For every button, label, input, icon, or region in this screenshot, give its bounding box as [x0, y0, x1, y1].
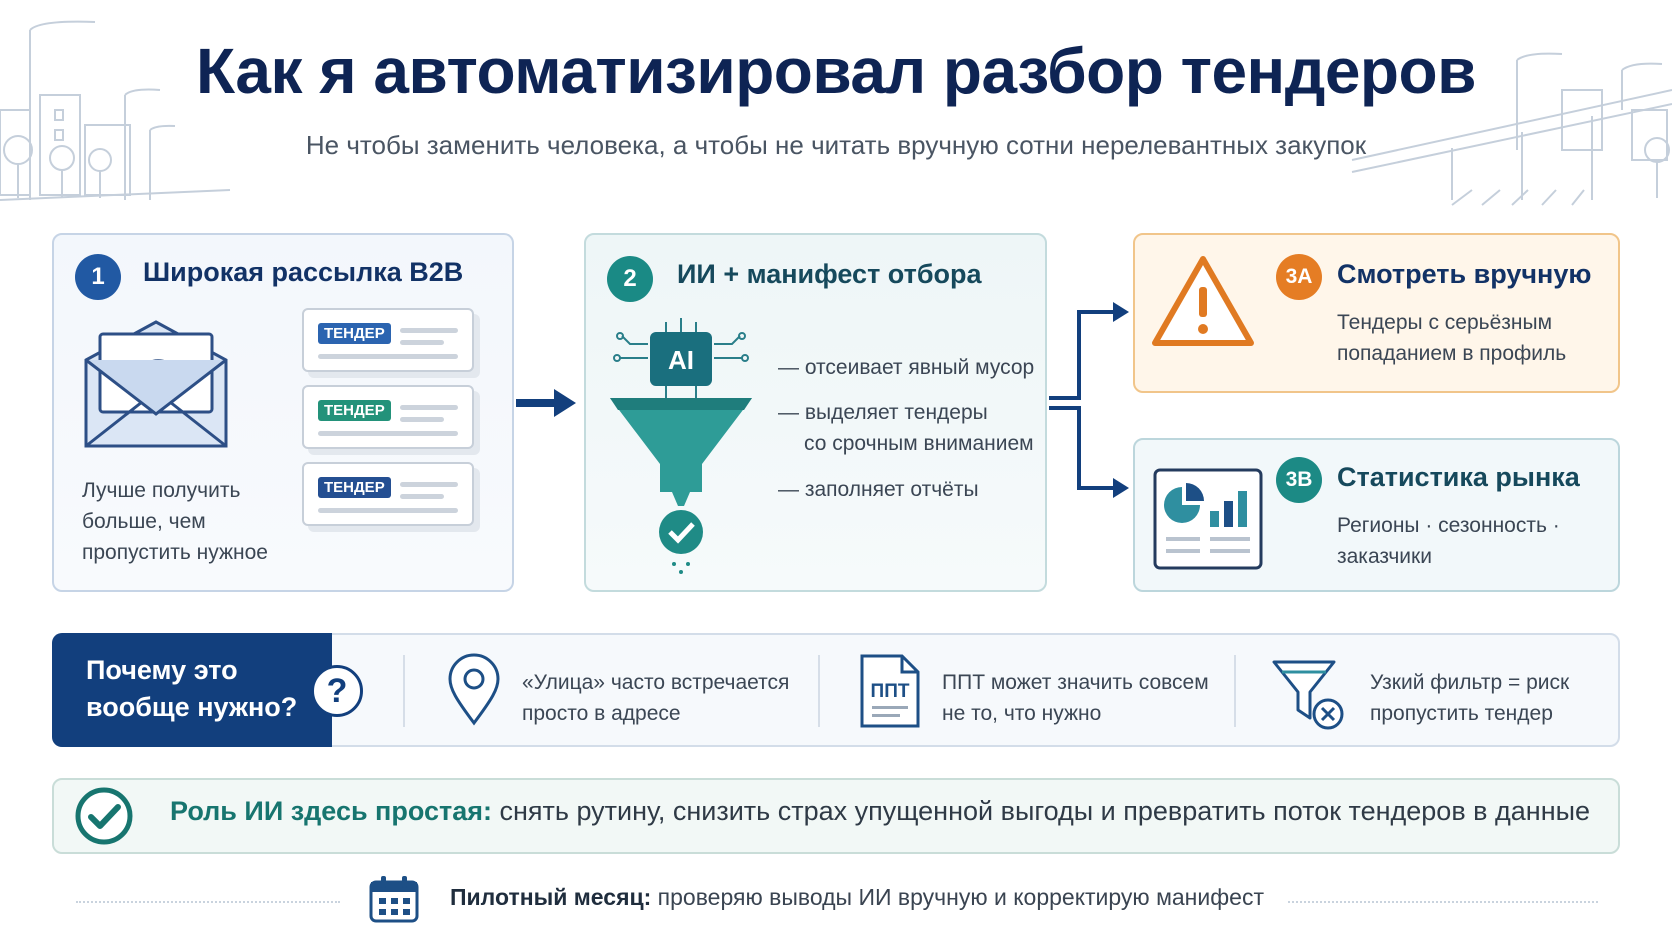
pilot-strong: Пилотный месяц:	[450, 884, 652, 910]
role-panel	[52, 778, 1620, 854]
tender-tag: ТЕНДЕР	[318, 477, 391, 498]
pilot-rest: проверяю выводы ИИ вручную и корректирую…	[651, 884, 1264, 910]
why-item-line: просто в адресе	[522, 702, 681, 725]
ppt-document-label: ППТ	[871, 681, 910, 702]
role-statement: Роль ИИ здесь простая: снять рутину, сни…	[170, 796, 1590, 827]
page-subtitle: Не чтобы заменить человека, а чтобы не ч…	[305, 130, 1367, 160]
step-2-badge: 2	[607, 256, 653, 302]
check-circle-icon	[75, 787, 133, 845]
tender-tag: ТЕНДЕР	[318, 323, 391, 344]
caption-line: пропустить нужное	[82, 541, 268, 564]
why-item-line: пропустить тендер	[1370, 702, 1553, 725]
why-heading: Почему это вообще нужно?	[86, 652, 297, 726]
arrow-right-icon	[516, 389, 576, 417]
why-heading-line: вообще нужно?	[86, 692, 298, 722]
why-item-line: Узкий фильтр = риск	[1370, 671, 1570, 694]
dotted-divider	[76, 901, 340, 903]
calendar-icon	[369, 876, 419, 923]
tender-tag: ТЕНДЕР	[318, 400, 391, 421]
step-2-point: со срочным вниманием	[804, 432, 1034, 455]
question-icon: ?	[311, 665, 363, 717]
dotted-divider	[1288, 901, 1598, 903]
pilot-note: Пилотный месяц: проверяю выводы ИИ вручн…	[450, 884, 1264, 911]
step-1-badge: 1	[75, 254, 121, 300]
why-item-line: ППТ может значить совсем	[942, 671, 1209, 694]
role-strong: Роль ИИ здесь простая:	[170, 796, 492, 826]
step-3b-badge: 3B	[1276, 457, 1322, 503]
step-3a-line: попаданием в профиль	[1337, 342, 1567, 365]
step-2-point: — выделяет тендеры	[778, 401, 988, 424]
step-2-title: ИИ + манифест отбора	[677, 259, 982, 289]
step-3a-title: Смотреть вручную	[1337, 259, 1592, 289]
why-heading-block	[52, 633, 332, 747]
step-3b-line: Регионы · сезонность ·	[1337, 514, 1560, 537]
role-rest: снять рутину, снизить страх упущенной вы…	[492, 796, 1591, 826]
divider	[403, 655, 405, 727]
step-1-caption: Лучше получить больше, чем пропустить ну…	[82, 475, 268, 568]
divider	[818, 655, 820, 727]
step-3b-line: заказчики	[1337, 545, 1432, 568]
why-item-line: «Улица» часто встречается	[522, 671, 790, 694]
caption-line: больше, чем	[82, 510, 206, 533]
caption-line: Лучше получить	[82, 479, 241, 502]
tender-document: ТЕНДЕР	[302, 385, 474, 449]
divider	[1234, 655, 1236, 727]
step-2-point: — заполняет отчёты	[778, 478, 979, 501]
ai-chip-label: AI	[668, 345, 694, 375]
ai-funnel-icon: AI	[610, 318, 752, 574]
why-heading-line: Почему это	[86, 655, 238, 685]
step-3b-title: Статистика рынка	[1337, 462, 1580, 492]
step-1-title: Широкая рассылка B2B	[143, 257, 464, 287]
step-3a-badge: 3A	[1276, 254, 1322, 300]
stats-report-icon	[1153, 468, 1263, 570]
warning-icon	[1152, 256, 1254, 346]
location-pin-icon	[448, 653, 500, 726]
tender-document: ТЕНДЕР	[302, 462, 474, 526]
why-item-line: не то, что нужно	[942, 702, 1102, 725]
branch-arrows-icon	[1049, 302, 1129, 498]
step-2-point: — отсеивает явный мусор	[778, 356, 1035, 379]
tender-document: ТЕНДЕР	[302, 308, 474, 372]
page-title: Как я автоматизировал разбор тендеров	[196, 35, 1476, 107]
step-3a-line: Тендеры с серьёзным	[1337, 311, 1553, 334]
ppt-document-icon: ППТ	[860, 654, 920, 728]
filter-reject-icon	[1272, 660, 1344, 730]
email-envelope-icon: @	[84, 320, 228, 448]
